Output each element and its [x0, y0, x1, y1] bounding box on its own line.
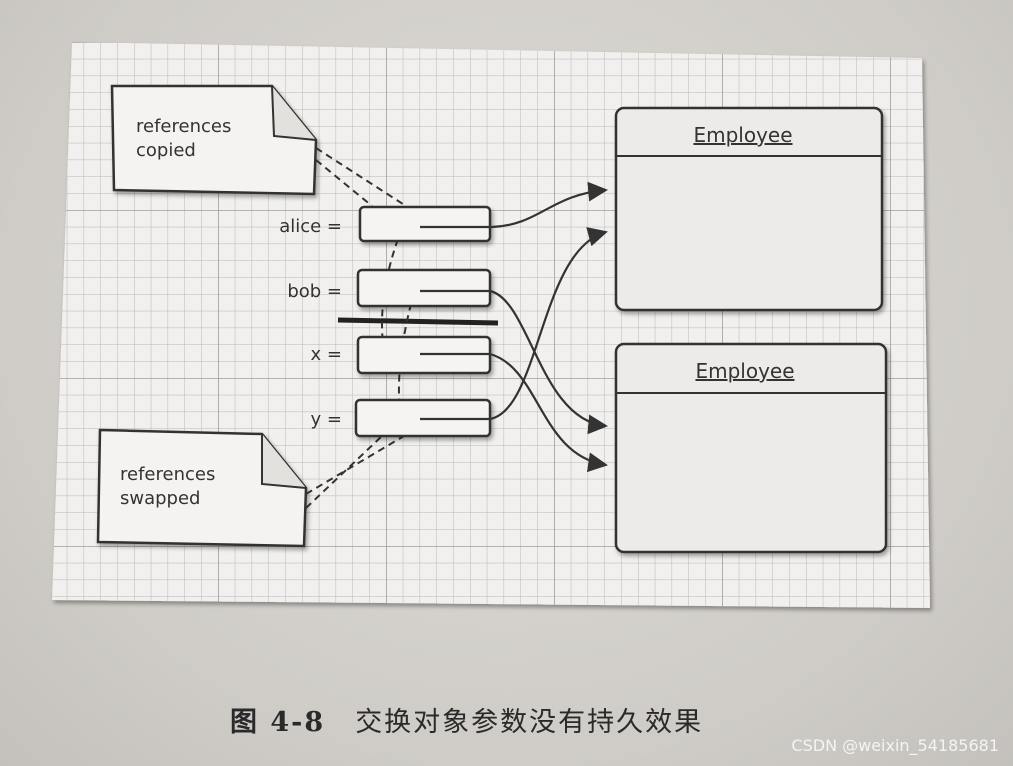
arrow-x-to-bottom — [420, 352, 608, 473]
note-swapped-line1: references — [120, 464, 215, 485]
note-references-copied: references copied — [110, 84, 318, 196]
variable-alice: alice = — [279, 205, 492, 243]
employee-object-top: Employee — [614, 106, 884, 312]
employee-bottom-title: Employee — [695, 359, 794, 383]
figure-number: 图 4-8 — [230, 707, 326, 738]
variable-x-label: x = — [311, 344, 342, 365]
variable-alice-label: alice = — [279, 216, 342, 237]
note-copied-line2: copied — [136, 140, 196, 161]
variable-bob-box — [356, 268, 492, 308]
watermark: CSDN @weixin_54185681 — [791, 736, 999, 755]
note-references-swapped: references swapped — [96, 428, 308, 548]
variable-bob-label: bob = — [287, 281, 342, 302]
variable-alice-box — [358, 205, 492, 243]
reference-arrows — [420, 181, 608, 473]
employee-object-bottom: Employee — [614, 342, 888, 554]
divider-line — [337, 317, 499, 326]
note-copied-line1: references — [136, 116, 231, 137]
arrow-y-to-top — [420, 227, 608, 421]
arrow-bob-to-bottom — [420, 289, 608, 435]
arrow-alice-to-top — [420, 181, 608, 229]
note-swapped-line2: swapped — [120, 488, 200, 509]
figure-title: 交换对象参数没有持久效果 — [355, 707, 704, 738]
employee-top-title: Employee — [693, 123, 792, 147]
figure-caption: 图 4-8 交换对象参数没有持久效果 — [230, 700, 790, 740]
variable-y-label: y = — [311, 409, 342, 430]
variable-bob: bob = — [287, 268, 492, 308]
